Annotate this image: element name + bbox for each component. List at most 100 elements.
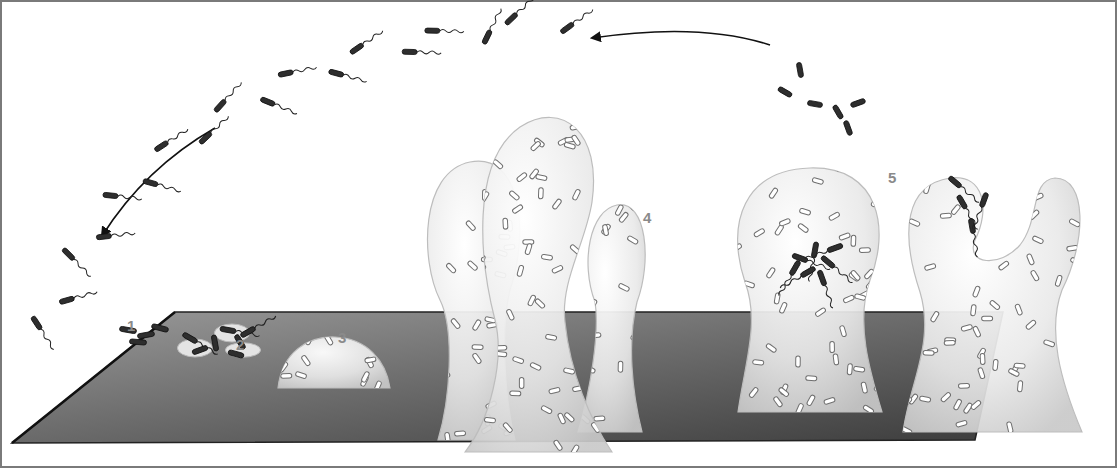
rod-cell bbox=[987, 239, 999, 248]
colony-cells bbox=[722, 161, 884, 415]
sessile-bacterium bbox=[374, 380, 382, 392]
rod-cell bbox=[815, 307, 827, 317]
sessile-bacterium bbox=[483, 134, 494, 145]
motile-bacterium bbox=[843, 120, 853, 136]
sessile-bacterium bbox=[924, 263, 936, 270]
sessile-bacterium bbox=[989, 300, 1000, 311]
flagellum bbox=[167, 128, 189, 144]
sessile-bacterium bbox=[736, 165, 745, 177]
rod-cell bbox=[639, 371, 651, 379]
sessile-bacterium bbox=[901, 426, 913, 435]
sessile-bacterium bbox=[971, 305, 977, 316]
rod-cell bbox=[495, 124, 505, 136]
rod-cell bbox=[854, 293, 866, 300]
rod-cell bbox=[600, 134, 612, 140]
sessile-bacterium bbox=[815, 307, 827, 317]
rod-cell bbox=[872, 183, 877, 194]
flagellum bbox=[780, 275, 802, 290]
rod-cell bbox=[220, 326, 237, 334]
rod-cell bbox=[645, 299, 651, 311]
rod-cell bbox=[817, 270, 827, 287]
sessile-bacterium bbox=[437, 364, 444, 376]
sessile-bacterium bbox=[563, 368, 575, 375]
rod-cell bbox=[830, 342, 835, 353]
rod-cell bbox=[376, 349, 387, 359]
motile-bacterium bbox=[182, 332, 219, 356]
sessile-bacterium bbox=[541, 405, 553, 414]
rod-cell bbox=[1032, 193, 1044, 201]
rod-cell bbox=[1029, 209, 1040, 220]
sessile-bacterium bbox=[445, 432, 451, 444]
sessile-bacterium bbox=[606, 152, 612, 163]
rod-cell bbox=[951, 204, 961, 215]
sessile-bacterium bbox=[538, 188, 543, 199]
rod-cell bbox=[868, 307, 878, 318]
biofilm-layer bbox=[272, 110, 1089, 456]
sessile-bacterium bbox=[512, 356, 524, 364]
sessile-bacterium bbox=[987, 239, 999, 248]
motile-bacterium bbox=[560, 8, 595, 35]
motile-bacterium bbox=[192, 345, 209, 355]
motile-bacterium bbox=[278, 65, 317, 78]
rod-cell bbox=[602, 224, 609, 236]
sessile-bacterium bbox=[572, 385, 584, 392]
sessile-bacterium bbox=[472, 319, 482, 331]
sessile-bacterium bbox=[602, 224, 609, 236]
rod-cell bbox=[1077, 181, 1089, 188]
rod-cell bbox=[433, 152, 442, 164]
sessile-bacterium bbox=[454, 431, 465, 436]
rod-cell bbox=[1067, 286, 1079, 293]
sessile-bacterium bbox=[1006, 421, 1013, 433]
rod-cell bbox=[722, 336, 733, 341]
callout-number: 4 bbox=[643, 210, 651, 225]
sessile-bacterium bbox=[1043, 339, 1055, 347]
sessile-bacterium bbox=[573, 334, 584, 344]
rod-cell bbox=[512, 356, 524, 364]
sessile-bacterium bbox=[1032, 193, 1044, 201]
rod-cell bbox=[504, 110, 516, 118]
rod-cell bbox=[778, 387, 789, 397]
sessile-bacterium bbox=[503, 218, 508, 229]
matrix-blob bbox=[903, 178, 1082, 432]
rod-cell bbox=[940, 213, 951, 218]
rod-cell bbox=[861, 382, 868, 394]
rod-cell bbox=[594, 158, 606, 167]
rod-cell bbox=[496, 345, 507, 350]
sessile-bacterium bbox=[433, 386, 445, 393]
rod-cell bbox=[795, 403, 804, 415]
sessile-bacterium bbox=[525, 243, 533, 255]
sessile-bacterium bbox=[930, 311, 940, 323]
sessile-bacterium bbox=[992, 220, 1003, 231]
rod-cell bbox=[472, 319, 482, 331]
rod-cell bbox=[573, 334, 584, 344]
rod-cell bbox=[530, 141, 541, 152]
rod-cell bbox=[129, 339, 146, 345]
sessile-bacterium bbox=[502, 422, 513, 433]
rod-cell bbox=[824, 397, 836, 405]
rod-cell bbox=[850, 270, 861, 281]
rod-cell bbox=[541, 405, 553, 414]
rod-cell bbox=[570, 244, 581, 255]
sessile-bacterium bbox=[496, 345, 507, 350]
flagellum bbox=[960, 186, 980, 204]
sessile-bacterium bbox=[1020, 183, 1026, 195]
sessile-bacterium bbox=[726, 385, 737, 396]
matrix-blob bbox=[465, 117, 612, 452]
rod-cell bbox=[541, 254, 553, 260]
rod-cell bbox=[728, 162, 737, 174]
rod-cell bbox=[992, 220, 1003, 231]
rod-cell bbox=[588, 299, 598, 311]
motile-bacterium bbox=[129, 339, 146, 345]
flagellum bbox=[489, 8, 502, 31]
rod-cell bbox=[958, 383, 969, 388]
sessile-bacterium bbox=[295, 371, 307, 379]
rod-cell bbox=[517, 265, 524, 277]
motile-bacterium bbox=[948, 175, 981, 204]
sessile-bacterium bbox=[833, 354, 839, 365]
sessile-bacterium bbox=[584, 365, 596, 374]
rod-cell bbox=[725, 228, 736, 234]
sessile-bacterium bbox=[564, 142, 576, 149]
sessile-bacterium bbox=[618, 361, 623, 372]
motile-bacterium bbox=[30, 315, 55, 350]
rod-cell bbox=[971, 305, 977, 316]
